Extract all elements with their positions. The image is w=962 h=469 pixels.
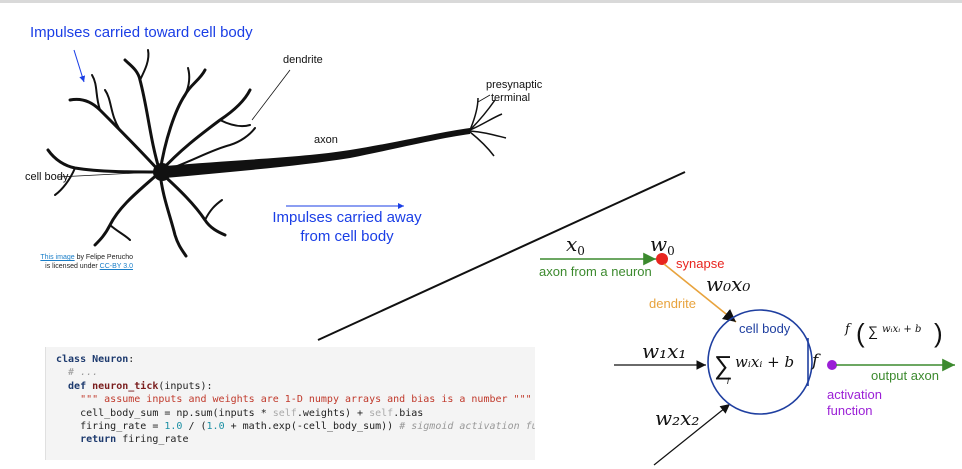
presynaptic-label-line1: presynaptic [486, 79, 543, 91]
w1x1-label: w₁x₁ [642, 339, 687, 363]
output-sum-symbol: ∑ [868, 323, 878, 339]
model-cell-body [707, 309, 813, 415]
activation-line1: activation [827, 387, 882, 402]
model-dendrite-label: dendrite [649, 296, 696, 311]
w0-label: w0 [650, 232, 675, 258]
cell-body-pointer [57, 171, 156, 178]
w0-main: w [650, 232, 668, 256]
credit-license-prefix: is licensed under [45, 263, 100, 270]
w0x0-label: w₀x₀ [706, 272, 751, 296]
credit-author: by Felipe Perucho [74, 254, 133, 261]
cell-body-label: cell body [25, 171, 69, 183]
presynaptic-branches [469, 97, 507, 157]
impulses-toward-arrow [73, 49, 86, 83]
synapse-label: synapse [676, 256, 725, 271]
synapse-dot [656, 253, 668, 265]
dendrite-pointer [251, 69, 291, 121]
presynaptic-label-line2: terminal [491, 92, 531, 104]
section-divider-line [317, 171, 686, 341]
code-block: class Neuron: # ... def neuron_tick(inpu… [45, 347, 535, 460]
impulses-away-label: Impulses carried away from cell body [262, 208, 432, 246]
x0-main: x [566, 232, 578, 256]
image-link[interactable]: This image [40, 254, 75, 261]
axon-label: axon [314, 134, 338, 146]
dendrite-tree [46, 49, 256, 258]
x0-label: x0 [566, 232, 585, 258]
x0-sub: 0 [577, 244, 585, 258]
axon-from-neuron-label: axon from a neuron [539, 264, 652, 279]
output-axon-label: output axon [871, 368, 939, 383]
output-big-paren-left: ( [856, 318, 865, 348]
image-credit: This image by Felipe Perucho is licensed… [20, 253, 133, 271]
w2x2-arrow [653, 403, 731, 466]
top-divider [0, 0, 962, 3]
impulses-toward-label: Impulses carried toward cell body [30, 24, 253, 41]
impulses-away-line1: Impulses carried away [272, 209, 422, 226]
activation-line2: function [827, 403, 873, 418]
presynaptic-pointer [477, 94, 491, 103]
axon-shape [165, 128, 470, 178]
w2x2-label: w₂x₂ [655, 406, 700, 430]
model-cell-body-label: cell body [739, 321, 791, 336]
output-f: f [845, 322, 850, 337]
sum-expression: wᵢxᵢ + b [735, 353, 795, 371]
activation-dot [827, 360, 837, 370]
output-big-paren-right: ) [934, 318, 943, 348]
activation-function-label: activation function [827, 387, 882, 419]
w0-sub: 0 [667, 244, 675, 258]
dendrite-label: dendrite [283, 54, 323, 66]
impulses-away-line2: from cell body [300, 228, 394, 245]
sum-symbol: ∑ [714, 350, 733, 380]
sum-index: i [727, 376, 730, 386]
license-link[interactable]: CC-BY 3.0 [99, 263, 133, 270]
activation-f: f [812, 351, 819, 371]
dendrite-line [663, 263, 737, 323]
output-sum-expression: wᵢxᵢ + b [882, 324, 922, 335]
